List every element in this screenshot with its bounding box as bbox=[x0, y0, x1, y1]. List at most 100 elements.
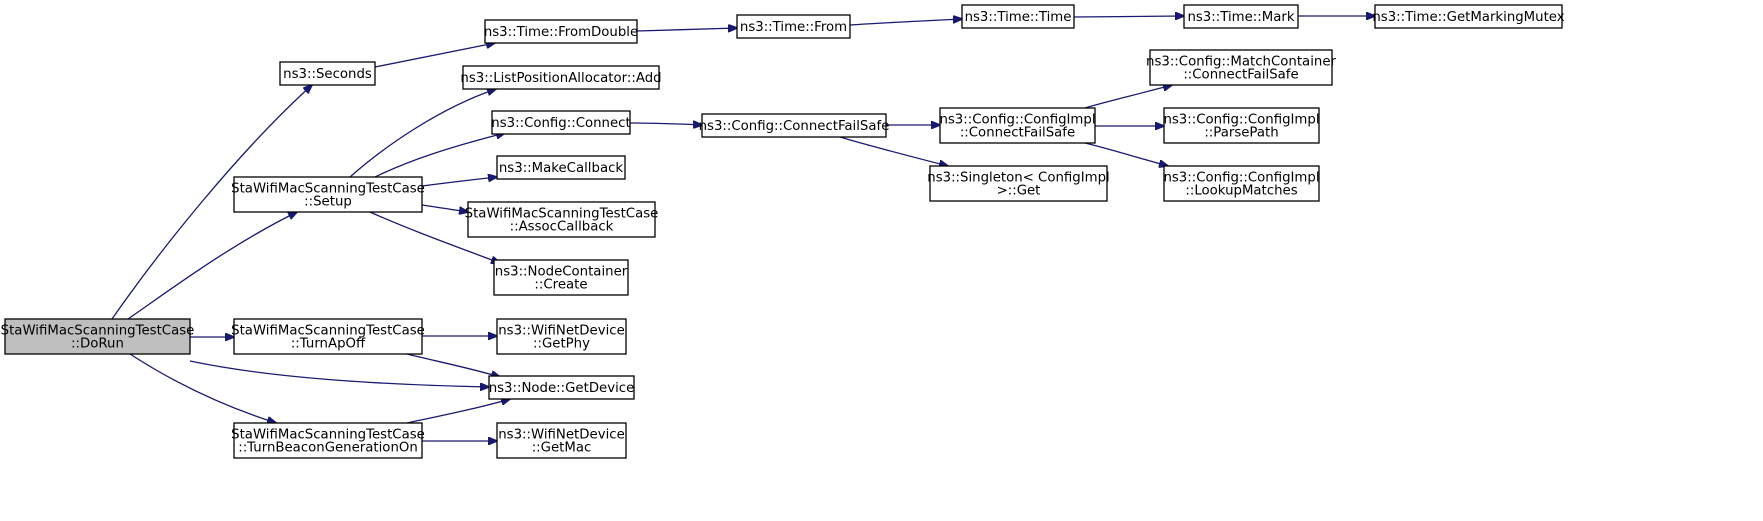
edge-from-to-time bbox=[849, 19, 962, 26]
node-time[interactable]: ns3::Time::Time bbox=[961, 4, 1075, 29]
node-label-line: ::ParsePath bbox=[1204, 126, 1278, 141]
node-label-line: StaWifiMacScanningTestCase bbox=[231, 428, 425, 443]
node-label-line: ns3::Time::FromDouble bbox=[484, 25, 638, 40]
node-listadd[interactable]: ns3::ListPositionAllocator::Add bbox=[460, 65, 662, 90]
node-label-line: ns3::Config::ConfigImpl bbox=[1163, 171, 1319, 186]
node-lookupmatches[interactable]: ns3::Config::ConfigImpl::LookupMatches bbox=[1163, 165, 1320, 202]
node-box bbox=[1163, 165, 1320, 202]
node-box bbox=[701, 113, 887, 138]
node-label-line: StaWifiMacScanningTestCase bbox=[231, 324, 425, 339]
node-box bbox=[233, 176, 423, 213]
node-label-line: ns3::ListPositionAllocator::Add bbox=[460, 71, 661, 86]
node-implconnectfailsafe[interactable]: ns3::Config::ConfigImpl::ConnectFailSafe bbox=[939, 107, 1096, 144]
node-singletonget[interactable]: ns3::Singleton< ConfigImpl >::Get bbox=[927, 165, 1110, 202]
edge-setup-to-makecallback bbox=[421, 177, 497, 187]
edge-dorun-to-setup bbox=[127, 212, 297, 320]
node-label-line: StaWifiMacScanningTestCase bbox=[231, 182, 425, 197]
node-box bbox=[233, 318, 423, 355]
node-parsepath[interactable]: ns3::Config::ConfigImpl::ParsePath bbox=[1163, 107, 1320, 144]
node-box bbox=[1149, 49, 1333, 86]
edge-setup-to-listadd bbox=[349, 89, 496, 178]
edge-implconnectfailsafe-to-lookupmatches bbox=[1084, 142, 1168, 166]
node-dorun[interactable]: StaWifiMacScanningTestCase::DoRun bbox=[1, 318, 195, 355]
node-label-line: ns3::Singleton< ConfigImpl bbox=[927, 171, 1109, 186]
node-label-line: ns3::WifiNetDevice bbox=[498, 324, 625, 339]
node-label-line: ns3::Time::Mark bbox=[1187, 10, 1294, 25]
node-turnapoff[interactable]: StaWifiMacScanningTestCase::TurnApOff bbox=[231, 318, 425, 355]
edge-turnapoff-to-getdevice bbox=[406, 353, 500, 377]
edges-layer bbox=[111, 16, 1375, 441]
node-label-line: StaWifiMacScanningTestCase bbox=[465, 207, 659, 222]
node-matchconnect[interactable]: ns3::Config::MatchContainer::ConnectFail… bbox=[1146, 49, 1337, 86]
node-label-line: >::Get bbox=[997, 184, 1041, 199]
node-label-line: ::Create bbox=[534, 278, 587, 293]
edge-fromdouble-to-from bbox=[636, 28, 737, 31]
node-label-line: ::DoRun bbox=[71, 337, 124, 352]
node-from[interactable]: ns3::Time::From bbox=[736, 14, 851, 39]
node-label-line: StaWifiMacScanningTestCase bbox=[1, 324, 195, 339]
node-label-line: ::ConnectFailSafe bbox=[960, 126, 1075, 141]
edge-seconds-to-fromdouble bbox=[374, 43, 495, 68]
node-label-line: ns3::Config::ConnectFailSafe bbox=[699, 119, 890, 134]
node-getphy[interactable]: ns3::WifiNetDevice::GetPhy bbox=[496, 318, 627, 355]
edge-dorun-to-seconds bbox=[111, 85, 312, 320]
node-label-line: ns3::Seconds bbox=[283, 67, 372, 82]
node-box bbox=[1183, 4, 1299, 29]
edge-time-to-mark bbox=[1073, 16, 1184, 17]
node-label-line: ns3::Time::Time bbox=[965, 10, 1072, 25]
edge-setup-to-nodecreate bbox=[369, 211, 500, 263]
node-makecallback[interactable]: ns3::MakeCallback bbox=[496, 155, 626, 180]
node-getmarkingmutex[interactable]: ns3::Time::GetMarkingMutex bbox=[1372, 4, 1565, 29]
node-label-line: ::TurnApOff bbox=[291, 337, 366, 352]
edge-turnbeacon-to-getdevice bbox=[406, 399, 510, 424]
node-mark[interactable]: ns3::Time::Mark bbox=[1183, 4, 1299, 29]
node-label-line: ns3::MakeCallback bbox=[499, 161, 624, 176]
nodes-layer: StaWifiMacScanningTestCase::DoRun ns3::Se… bbox=[1, 4, 1565, 459]
node-box bbox=[484, 19, 638, 44]
node-box bbox=[491, 110, 631, 135]
node-assoccallback[interactable]: StaWifiMacScanningTestCase::AssocCallbac… bbox=[465, 201, 659, 238]
node-label-line: ::Setup bbox=[304, 195, 352, 210]
node-box bbox=[939, 107, 1096, 144]
node-label-line: ::ConnectFailSafe bbox=[1183, 68, 1298, 83]
node-box bbox=[736, 14, 851, 39]
node-turnbeacon[interactable]: StaWifiMacScanningTestCase::TurnBeaconGe… bbox=[231, 422, 425, 459]
node-box bbox=[233, 422, 423, 459]
edge-dorun-to-getdevice bbox=[189, 360, 489, 387]
node-label-line: ns3::Node::GetDevice bbox=[489, 381, 635, 396]
node-label-line: ::GetPhy bbox=[533, 337, 590, 352]
node-label-line: ns3::Config::ConfigImpl bbox=[1163, 113, 1319, 128]
node-label-line: ::GetMac bbox=[532, 441, 592, 456]
node-box bbox=[496, 155, 626, 180]
node-label-line: ns3::Config::Connect bbox=[491, 116, 630, 131]
node-connectfailsafe[interactable]: ns3::Config::ConnectFailSafe bbox=[699, 113, 890, 138]
node-box bbox=[493, 259, 629, 296]
node-box bbox=[4, 318, 191, 355]
node-box bbox=[496, 422, 627, 459]
node-box bbox=[462, 65, 660, 90]
node-label-line: ::LookupMatches bbox=[1185, 184, 1297, 199]
node-box bbox=[1374, 4, 1563, 29]
node-box bbox=[496, 318, 627, 355]
node-label-line: ::TurnBeaconGenerationOn bbox=[238, 441, 418, 456]
node-label-line: ns3::WifiNetDevice bbox=[498, 428, 625, 443]
node-box bbox=[961, 4, 1075, 29]
node-setup[interactable]: StaWifiMacScanningTestCase::Setup bbox=[231, 176, 425, 213]
edge-implconnectfailsafe-to-matchconnect bbox=[1084, 85, 1172, 109]
node-label-line: ::AssocCallback bbox=[510, 220, 614, 235]
node-box bbox=[1163, 107, 1320, 144]
edge-dorun-to-turnbeacon bbox=[129, 353, 276, 423]
edge-setup-to-assoccallback bbox=[421, 204, 468, 212]
node-getmac[interactable]: ns3::WifiNetDevice::GetMac bbox=[496, 422, 627, 459]
node-seconds[interactable]: ns3::Seconds bbox=[279, 61, 376, 86]
node-nodecreate[interactable]: ns3::NodeContainer::Create bbox=[493, 259, 629, 296]
edge-connectfailsafe-to-singletonget bbox=[839, 136, 948, 166]
node-connect[interactable]: ns3::Config::Connect bbox=[491, 110, 631, 135]
node-label-line: ns3::NodeContainer bbox=[495, 265, 628, 280]
node-label-line: ns3::Config::ConfigImpl bbox=[939, 113, 1095, 128]
node-fromdouble[interactable]: ns3::Time::FromDouble bbox=[484, 19, 638, 44]
node-getdevice[interactable]: ns3::Node::GetDevice bbox=[488, 375, 635, 400]
node-box bbox=[279, 61, 376, 86]
node-label-line: ns3::Time::GetMarkingMutex bbox=[1372, 10, 1564, 25]
